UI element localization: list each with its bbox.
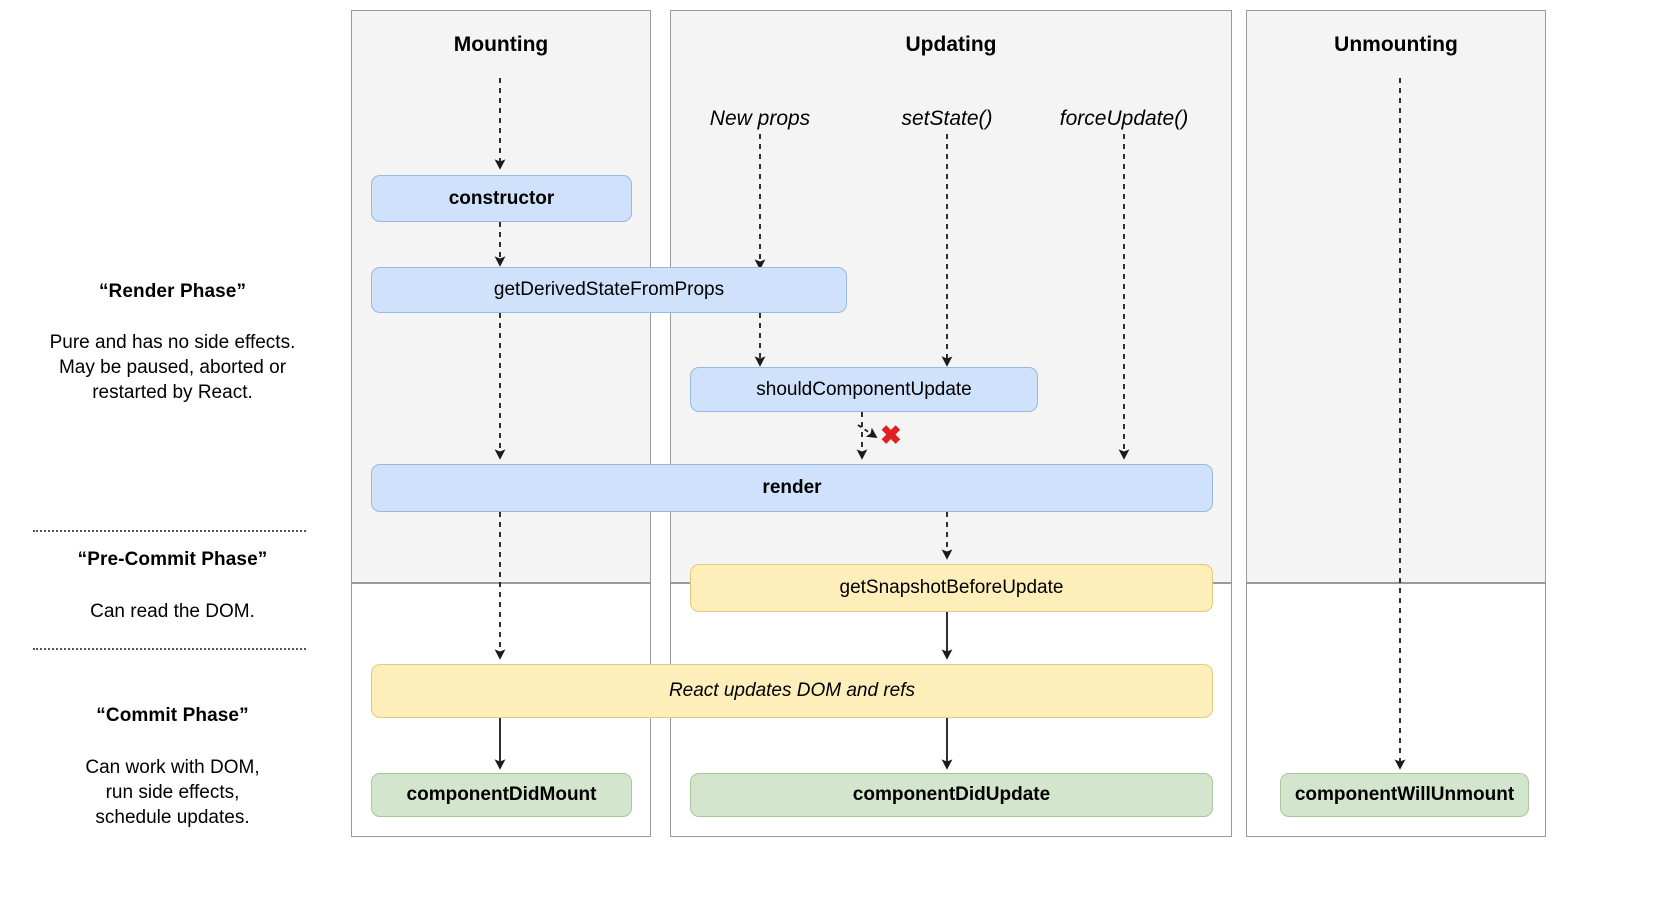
- legend-divider-2: [33, 648, 306, 650]
- column-title-unmounting: Unmounting: [1334, 33, 1458, 56]
- column-title-updating: Updating: [905, 33, 997, 56]
- node-component-will-unmount[interactable]: componentWillUnmount: [1280, 773, 1529, 817]
- node-get-derived-state-from-props[interactable]: getDerivedStateFromProps: [371, 267, 847, 313]
- node-get-snapshot-before-update[interactable]: getSnapshotBeforeUpdate: [690, 564, 1213, 612]
- legend-pre-commit-phase-title: “Pre-Commit Phase”: [77, 549, 268, 570]
- trigger-label-new-props: New props: [709, 107, 811, 130]
- legend-divider-1: [33, 530, 306, 532]
- skip-render-x-icon: ✖: [880, 420, 902, 450]
- column-title-mounting: Mounting: [453, 33, 549, 56]
- node-component-did-mount[interactable]: componentDidMount: [371, 773, 632, 817]
- legend-pre-commit-phase-body: Can read the DOM.: [90, 601, 255, 622]
- unmounting-render-phase-region: [1246, 10, 1546, 583]
- legend-commit-phase-body: Can work with DOM, run side effects, sch…: [85, 757, 260, 828]
- node-constructor[interactable]: constructor: [371, 175, 632, 222]
- trigger-label-set-state: setState(): [901, 107, 993, 130]
- legend-render-phase-body: Pure and has no side effects. May be pau…: [49, 332, 296, 403]
- node-component-did-update[interactable]: componentDidUpdate: [690, 773, 1213, 817]
- node-should-component-update[interactable]: shouldComponentUpdate: [690, 367, 1038, 412]
- legend-render-phase-title: “Render Phase”: [98, 281, 247, 302]
- legend-commit-phase-title: “Commit Phase”: [96, 705, 249, 726]
- node-render[interactable]: render: [371, 464, 1213, 512]
- node-react-updates-dom-and-refs[interactable]: React updates DOM and refs: [371, 664, 1213, 718]
- trigger-label-force-update: forceUpdate(): [1059, 107, 1189, 130]
